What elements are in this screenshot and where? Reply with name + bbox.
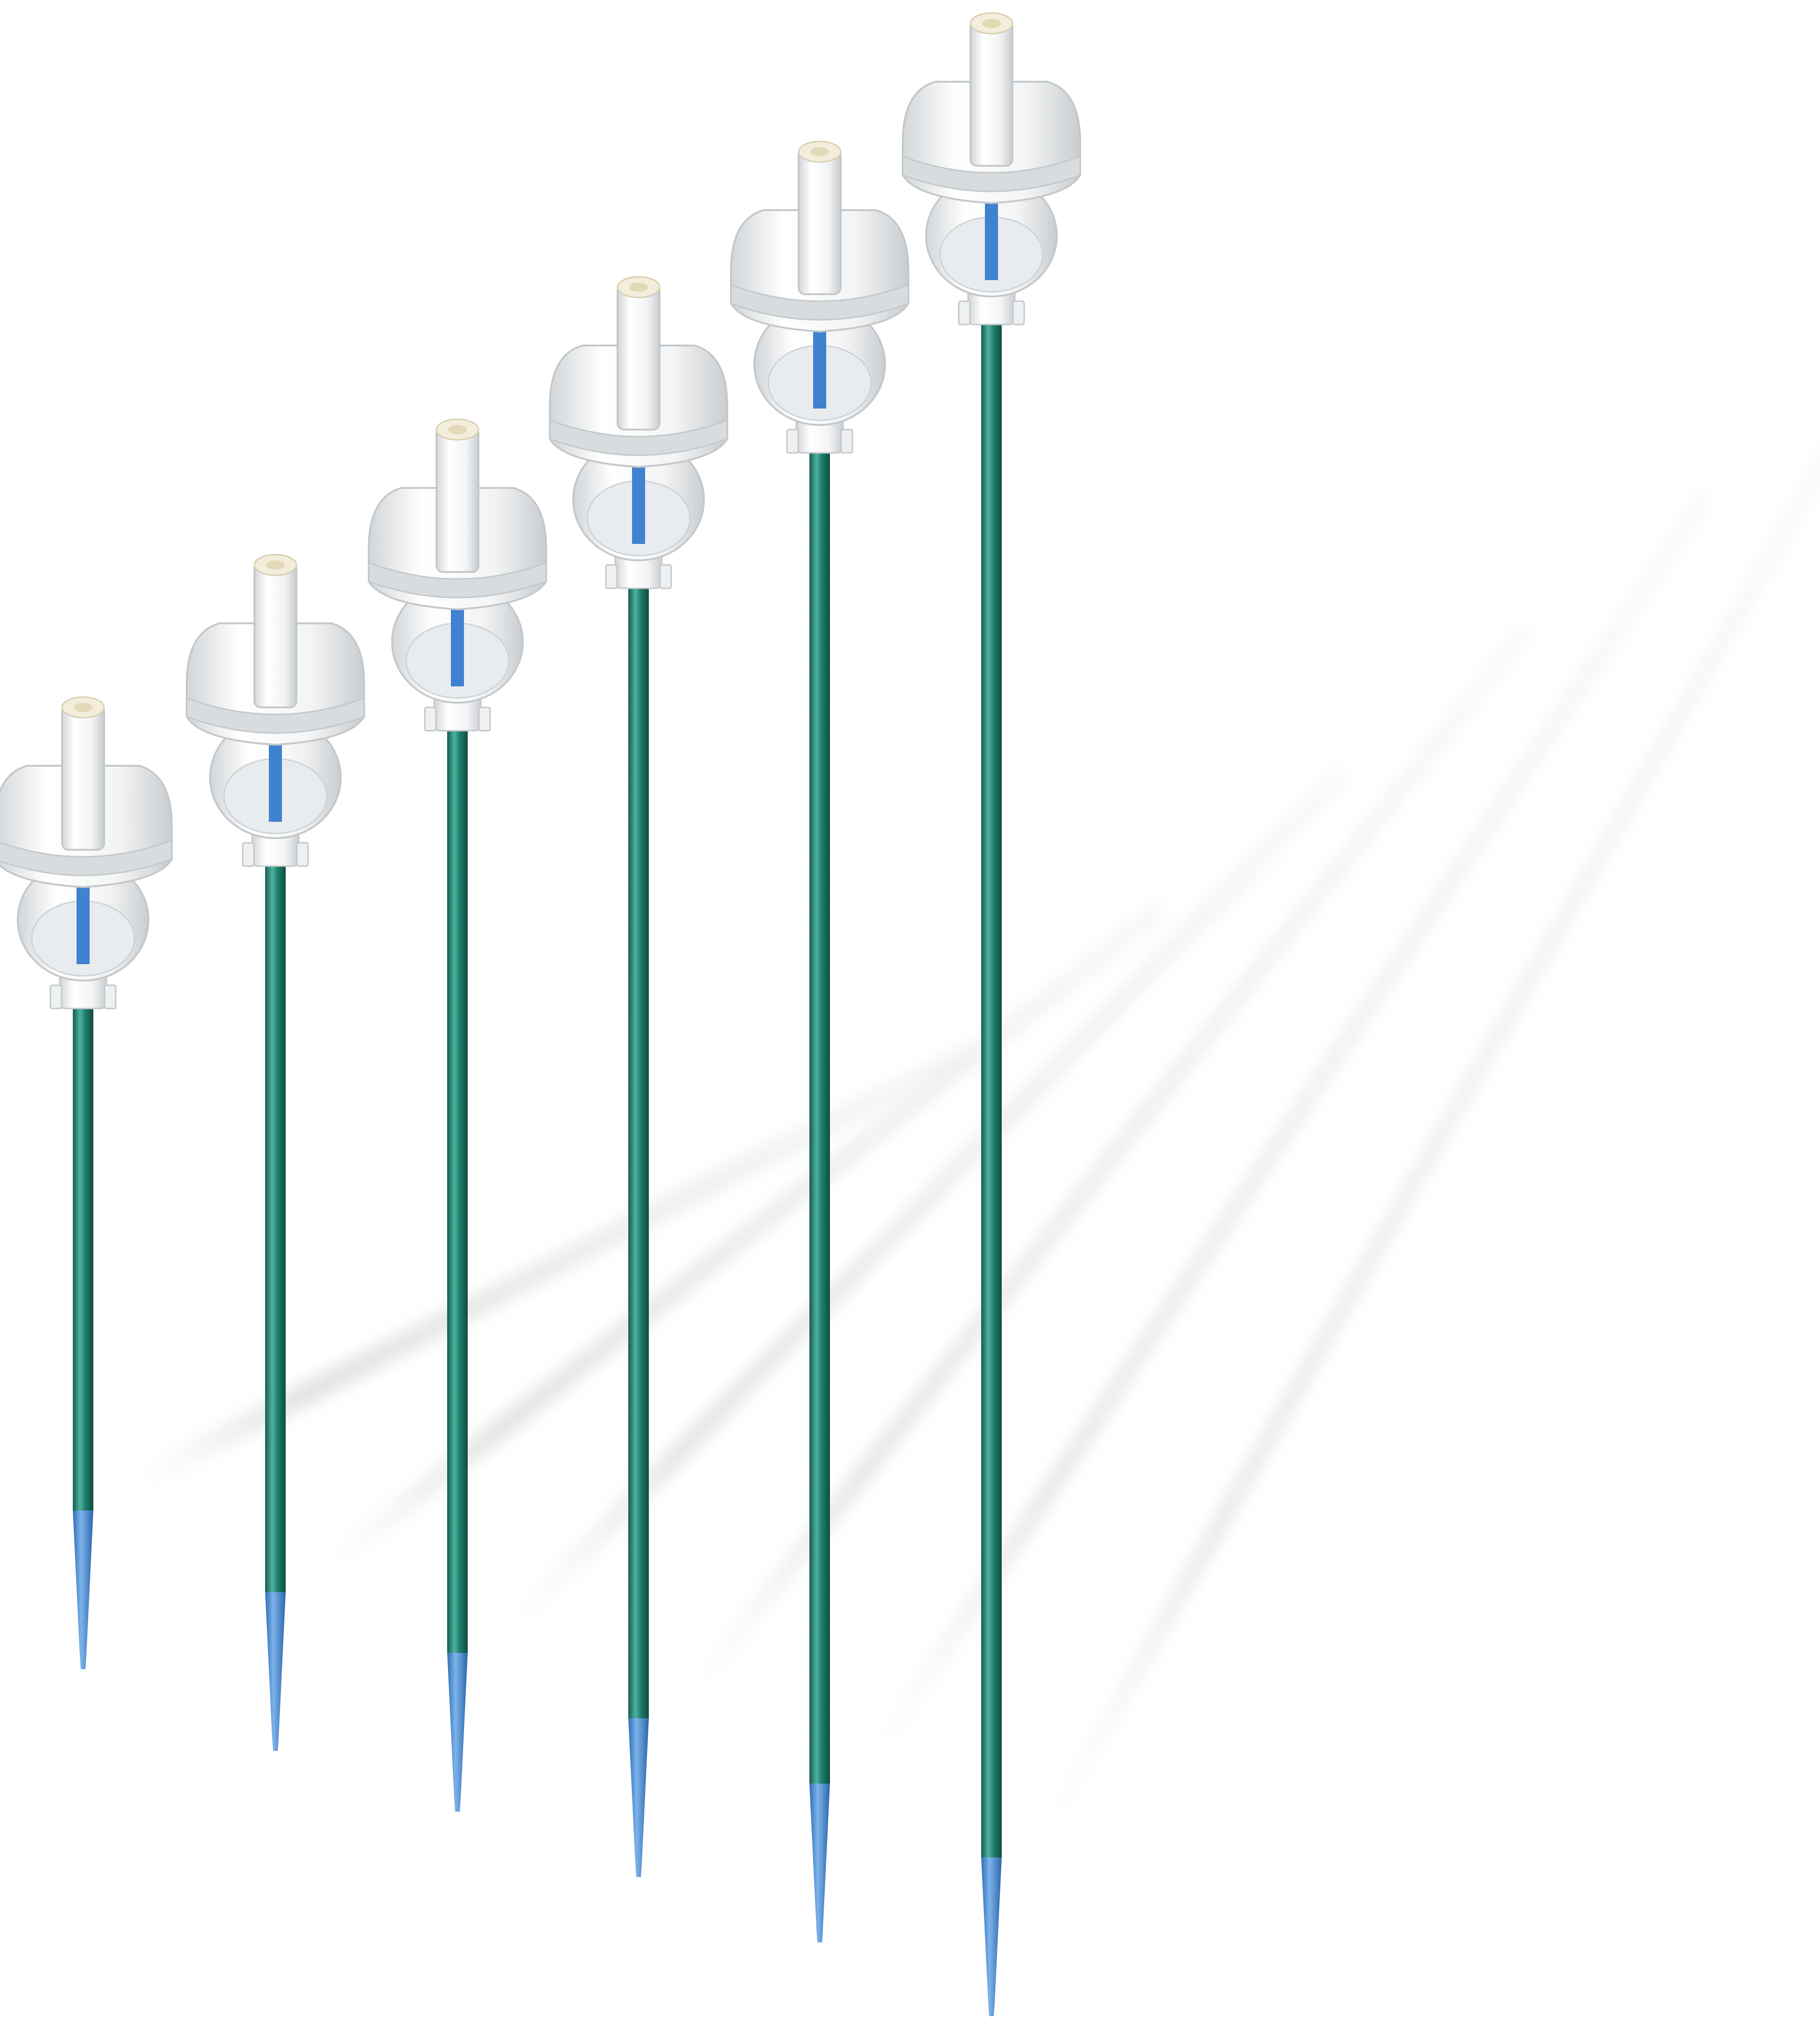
hub-ribbed-band (186, 697, 365, 734)
hub-luer-bore (266, 560, 285, 570)
sheath-introducer-item (368, 418, 547, 1812)
sheath-introducer-item (902, 12, 1081, 2016)
dilator-tip-icon (809, 1784, 830, 1942)
cast-shadow (513, 763, 1344, 1634)
hub-luer-bore (810, 147, 829, 156)
hub-clip-left (49, 984, 63, 1009)
hub-luer-stem (970, 20, 1013, 167)
green-shaft-icon (73, 1009, 93, 1510)
hub-clip-right (659, 564, 672, 589)
sheath-introducer-item (730, 141, 909, 1942)
sheath-hub-icon (0, 696, 173, 1009)
green-shaft-icon (981, 325, 1002, 1857)
hub-luer-stem (253, 562, 297, 708)
hub-luer-stem (436, 426, 479, 573)
hub-luer-stem (798, 148, 842, 295)
sheath-hub-icon (902, 12, 1081, 325)
dilator-tip-icon (265, 1592, 286, 1751)
hub-clip-left (958, 300, 971, 325)
hub-ribbed-band (730, 283, 909, 321)
sheath-hub-icon (368, 418, 547, 732)
hub-clip-left (786, 429, 799, 454)
sheath-introducer-item (186, 554, 365, 1751)
hub-clip-right (1012, 300, 1025, 325)
cast-shadow (331, 899, 1162, 1573)
hub-luer-bore (982, 19, 1001, 28)
hub-clip-left (242, 842, 255, 867)
hub-clip-right (296, 842, 309, 867)
cast-shadow (695, 621, 1525, 1700)
hub-luer-bore (74, 703, 92, 712)
sheath-hub-icon (730, 141, 909, 454)
hub-clip-left (605, 564, 618, 589)
sheath-introducer-item (549, 276, 728, 1877)
hub-ribbed-band (368, 561, 547, 599)
sheath-hub-icon (549, 276, 728, 589)
shadow-layer (139, 459, 1820, 1839)
hub-ribbed-band (902, 155, 1081, 192)
dilator-tip-icon (73, 1510, 93, 1669)
dilator-tip-icon (981, 1857, 1002, 2016)
dilator-tip-icon (628, 1718, 649, 1877)
green-shaft-icon (265, 866, 286, 1592)
hub-luer-stem (617, 284, 661, 430)
hub-luer-bore (448, 425, 467, 434)
sheath-introducer-item (0, 696, 173, 1669)
green-shaft-icon (809, 453, 830, 1784)
cast-shadow (139, 1041, 970, 1492)
green-shaft-icon (628, 588, 649, 1718)
hub-clip-right (840, 429, 853, 454)
sheath-hub-icon (186, 554, 365, 867)
hub-clip-right (478, 706, 491, 732)
hub-clip-left (424, 706, 437, 732)
hub-clip-right (104, 984, 117, 1009)
cast-shadow (1047, 459, 1820, 1839)
green-shaft-icon (447, 731, 468, 1653)
cast-shadow (876, 486, 1707, 1765)
hub-ribbed-band (549, 419, 728, 456)
hub-luer-bore (629, 282, 648, 292)
hub-ribbed-band (0, 839, 173, 876)
items-layer (0, 12, 1081, 2016)
hub-luer-stem (61, 704, 105, 851)
dilator-tip-icon (447, 1653, 468, 1812)
